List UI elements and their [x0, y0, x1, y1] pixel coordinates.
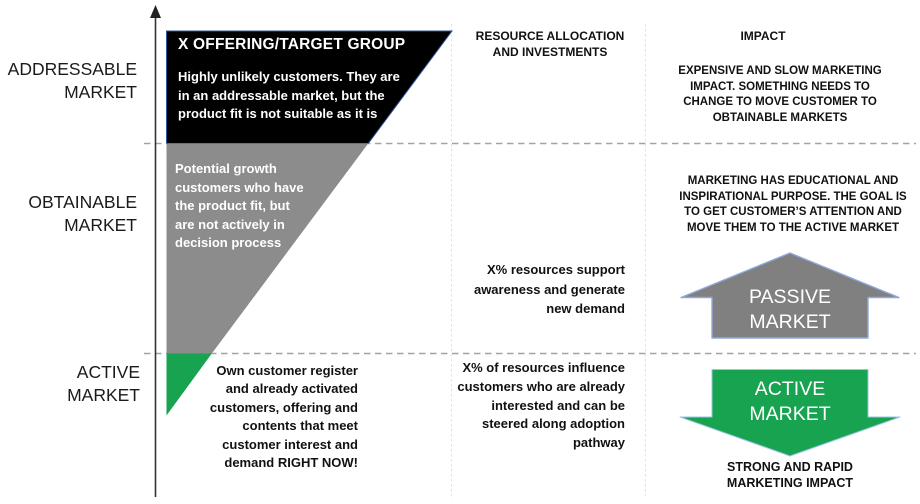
obtainable-market-label: OBTAINABLE MARKET: [28, 192, 137, 235]
resources-active-text: X% of resources influence customers who …: [457, 360, 625, 451]
funnel-title: X OFFERING/TARGET GROUP: [178, 36, 406, 53]
axis-arrowhead-icon: [150, 5, 161, 18]
funnel-active-text: Own customer register and already activa…: [209, 363, 358, 471]
active-market-down-arrow-icon: [679, 369, 901, 457]
resources-obtainable-text: X% resources support awareness and gener…: [473, 262, 625, 316]
impact-active-footer-text: STRONG AND RAPID MARKETING IMPACT: [726, 460, 854, 490]
passive-market-arrow-label: PASSIVE MARKET: [748, 286, 831, 333]
resources-column-header: RESOURCE ALLOCATION AND INVESTMENTS: [475, 29, 625, 59]
impact-obtainable-text: MARKETING HAS EDUCATIONAL AND INSPIRATIO…: [679, 175, 907, 235]
passive-market-up-arrow-icon: [680, 252, 900, 339]
funnel-obtainable-text: Potential growth customers who have the …: [175, 161, 304, 251]
impact-column-header: IMPACT: [740, 29, 786, 43]
addressable-market-label: ADDRESSABLE MARKET: [7, 59, 137, 102]
impact-addressable-text: EXPENSIVE AND SLOW MARKETING IMPACT. SOM…: [678, 65, 882, 125]
active-market-label: ACTIVE MARKET: [67, 362, 140, 405]
funnel-addressable-text: Highly unlikely customers. They are in a…: [178, 69, 400, 121]
funnel-obtainable-section: [166, 143, 369, 354]
funnel-active-section: [166, 353, 212, 416]
active-market-arrow-label: ACTIVE MARKET: [749, 378, 831, 425]
